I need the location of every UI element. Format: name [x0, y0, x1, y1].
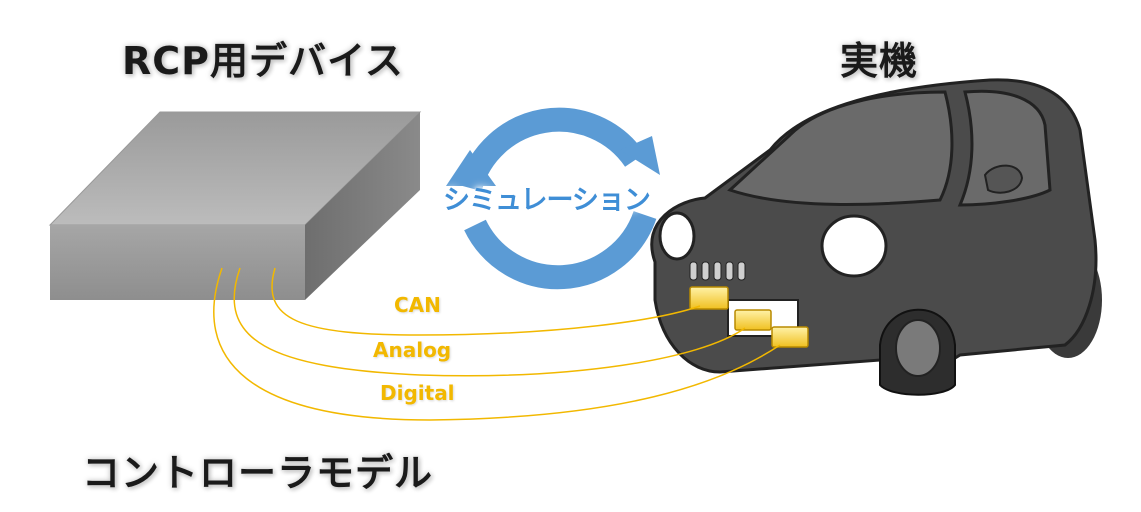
signal-label-can: CAN	[394, 293, 441, 317]
signal-wires	[213, 267, 781, 421]
wire-digital	[213, 267, 781, 421]
simulation-cycle-arrow	[446, 107, 660, 290]
connector-digital	[771, 326, 809, 348]
vehicle-car	[650, 78, 1102, 396]
device-title: RCP用デバイス	[122, 39, 404, 83]
vehicle-title: 実機	[840, 39, 919, 83]
rcp-device-box	[48, 111, 422, 300]
simulation-label: シミュレーション	[443, 185, 651, 216]
wire-analog	[233, 267, 746, 377]
model-title: コントローラモデル	[82, 451, 434, 495]
connector-analog	[734, 309, 772, 331]
connector-can	[689, 286, 729, 310]
signal-label-analog: Analog	[373, 338, 452, 362]
wire-can	[271, 267, 701, 336]
signal-label-digital: Digital	[380, 381, 455, 405]
vehicle-connectors	[689, 286, 809, 348]
